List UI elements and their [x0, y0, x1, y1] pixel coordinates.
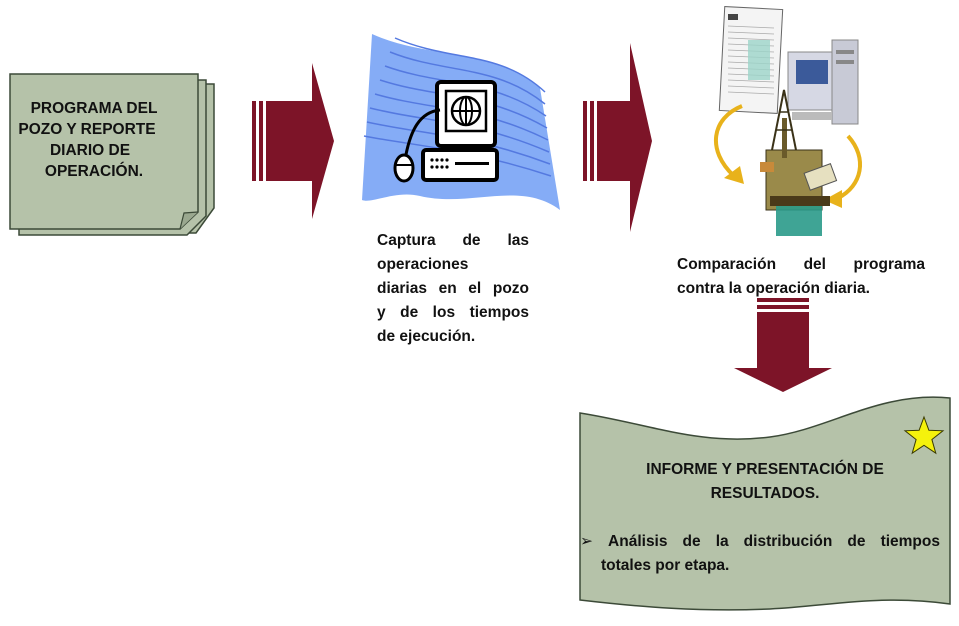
comparison-step-text: Comparación del programa contra la opera…: [677, 253, 925, 301]
star-icon: [903, 415, 945, 455]
input-document-text: PROGRAMA DEL POZO Y REPORTE DIARIO DE OP…: [14, 98, 174, 182]
capture-step-line: operaciones: [377, 256, 469, 273]
bullet-word: distribución: [743, 533, 833, 550]
bullet-word: tiempos: [880, 533, 940, 550]
bullet-arrow-icon: ➢: [580, 533, 593, 550]
report-bullet: ➢ Análisis de la distribución de tiempos…: [580, 530, 940, 578]
server-icon: [787, 39, 859, 125]
report-bullet-line-1: ➢ Análisis de la distribución de tiempos: [580, 530, 940, 554]
capture-step-line: de ejecución.: [377, 328, 476, 345]
bullet-word: Análisis: [608, 533, 668, 550]
capture-step-line: Captura de las: [377, 232, 529, 249]
capture-step-line: diarias en el pozo: [377, 280, 529, 297]
oil-platform-icon: [760, 89, 838, 236]
capture-step-text: Captura de las operaciones diarias en el…: [377, 229, 529, 349]
bullet-word: la: [715, 533, 729, 550]
report-title-line: INFORME Y PRESENTACIÓN DE: [646, 461, 884, 478]
input-document-line: POZO Y REPORTE: [18, 121, 156, 138]
report-bullet-line-2: totales por etapa.: [601, 557, 730, 574]
report-title: INFORME Y PRESENTACIÓN DE RESULTADOS.: [600, 458, 930, 506]
report-title-line: RESULTADOS.: [710, 485, 820, 502]
mouse-icon: [393, 108, 441, 183]
bullet-word: de: [682, 533, 701, 550]
bullet-word: de: [847, 533, 866, 550]
comparison-step-line: contra la operación diaria.: [677, 280, 870, 297]
report-sheet-icon: [718, 6, 784, 114]
computer-terminal-icon: [421, 80, 499, 182]
comparison-step-line: Comparación del programa: [677, 256, 925, 273]
input-document-line: PROGRAMA DEL: [30, 100, 158, 117]
input-document-line: DIARIO DE: [49, 142, 131, 159]
capture-step-line: y de los tiempos: [377, 304, 529, 321]
input-document-line: OPERACIÓN.: [44, 163, 144, 180]
